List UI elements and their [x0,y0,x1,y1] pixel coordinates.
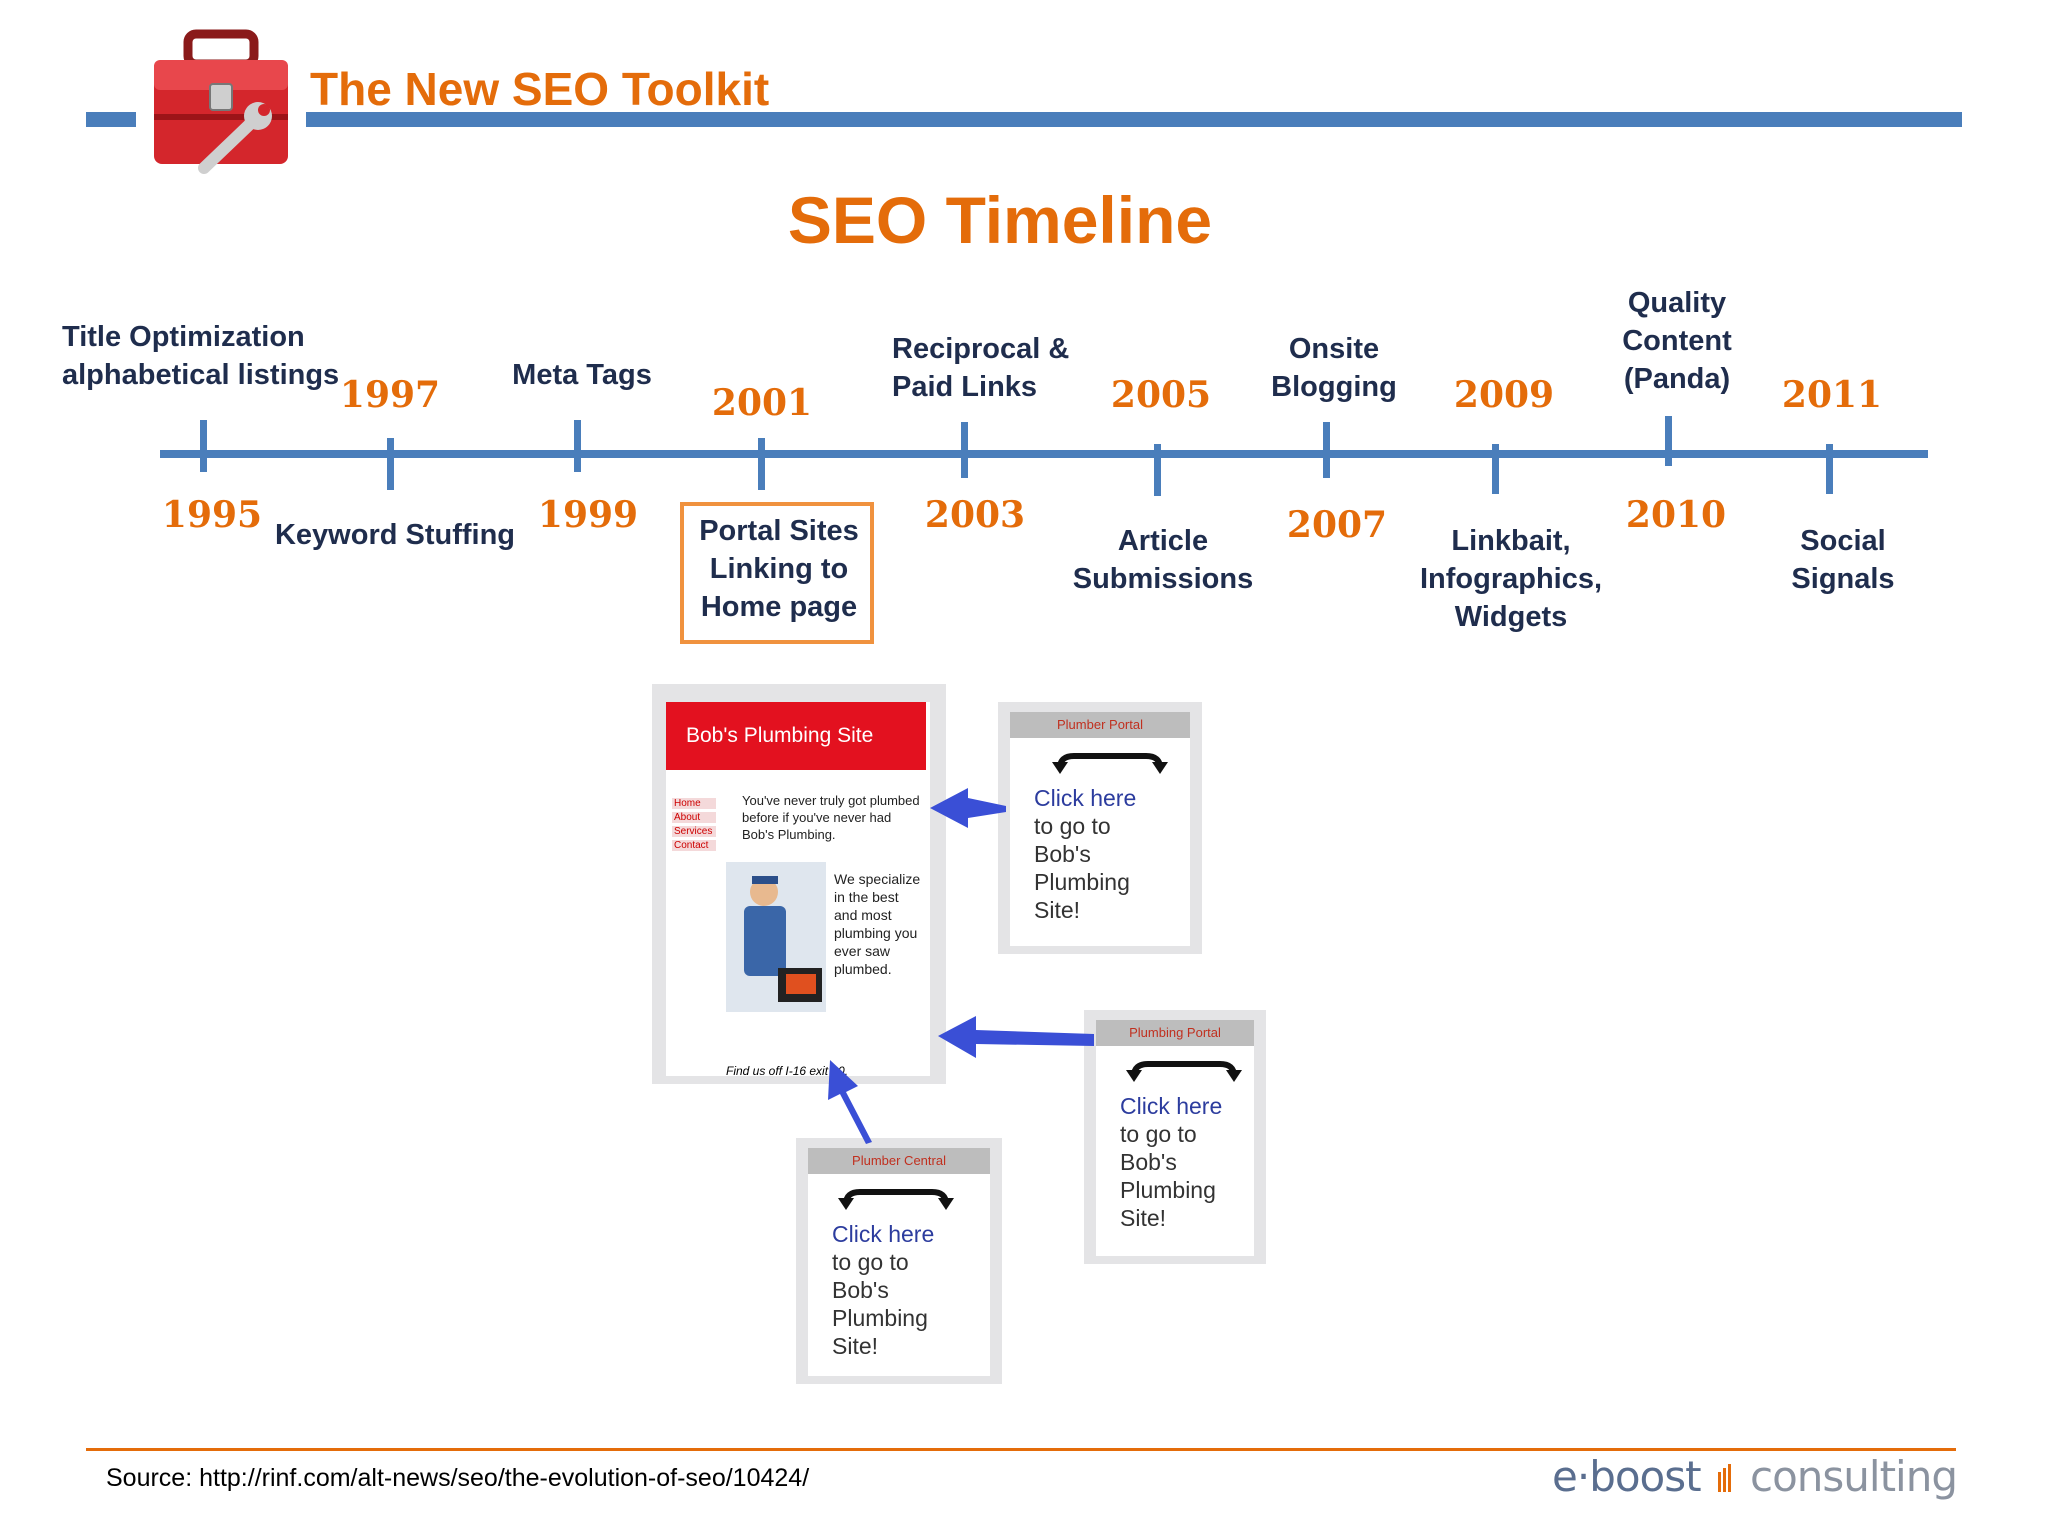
portal-text: Click here to go to Bob's Plumbing Site! [832,1220,934,1360]
event-2005: Article Submissions [1072,525,1254,595]
timeline-axis [160,450,1928,458]
event-2003: Reciprocal & Paid Links [892,333,1070,403]
site-body: We specialize in the best and most plumb… [834,871,921,977]
eboost-logo: e·boost [1552,1452,1702,1501]
event-2010: Quality Content (Panda) [1622,287,1732,395]
toolbox-icon [146,28,296,178]
portal-title: Plumber Portal [1010,712,1190,738]
tick-2003 [961,422,968,478]
year-2005: 2005 [1110,374,1212,416]
year-2003: 2003 [924,494,1026,536]
header-title: The New SEO Toolkit [310,63,770,115]
site-footer: Find us off I-16 exit 20. [726,1064,849,1078]
portal-body: to go to Bob's Plumbing Site! [1034,813,1130,923]
consulting-logo: consulting [1750,1452,1958,1501]
curved-arrow-icon [1126,1061,1242,1082]
footer-rule [86,1448,1956,1451]
site-header: Bob's Plumbing Site [666,702,926,770]
tick-2009 [1492,444,1499,494]
site-nav-item: About [672,812,716,823]
tick-2001 [758,438,765,490]
site-nav-item: Home [672,798,716,809]
year-2007: 2007 [1286,504,1388,546]
tick-1999 [574,420,581,472]
arrow-icon [828,788,1094,1144]
page-title: SEO Timeline [787,183,1213,257]
source-citation: Source: http://rinf.com/alt-news/seo/the… [106,1464,810,1492]
portal-card: Plumbing Portal Click here to go to Bob'… [1084,1010,1266,1264]
portal-text: Click here to go to Bob's Plumbing Site! [1034,784,1136,924]
event-2007: Onsite Blogging [1271,333,1397,403]
portal-card: Plumber Central Click here to go to Bob'… [796,1138,1002,1384]
year-2009: 2009 [1453,374,1555,416]
event-2009: Linkbait, Infographics, Widgets [1419,525,1603,633]
event-2011: Social Signals [1791,525,1895,595]
site-nav-item: Contact [672,840,716,851]
header-rule-right [306,112,1962,127]
year-1997: 1997 [339,374,441,416]
portal-card: Plumber Portal Click here to go to Bob's… [998,702,1202,954]
portal-link[interactable]: Click here [832,1221,935,1247]
tick-1995 [200,420,207,472]
year-2011: 2011 [1781,374,1883,416]
tick-2010 [1665,416,1672,466]
site-screenshot: Bob's Plumbing Site Home About Services … [652,684,946,1084]
logo-divider [1718,1464,1732,1492]
site-intro: You've never truly got plumbed before if… [742,793,920,842]
year-1999: 1999 [537,494,639,536]
event-2001: Portal Sites Linking to Home page [699,515,859,623]
plumber-photo [726,862,826,1012]
portal-link[interactable]: Click here [1120,1093,1223,1119]
portal-text: Click here to go to Bob's Plumbing Site! [1120,1092,1222,1232]
header-rule-left [86,112,136,127]
portal-body: to go to Bob's Plumbing Site! [1120,1121,1216,1231]
year-2001: 2001 [711,382,813,424]
curved-arrow-icon [838,1189,954,1210]
portal-link[interactable]: Click here [1034,785,1137,811]
curved-arrow-icon [1052,753,1168,774]
site-nav-item: Services [672,826,716,837]
portal-title: Plumbing Portal [1096,1020,1254,1046]
year-2010: 2010 [1625,494,1727,536]
portal-title: Plumber Central [808,1148,990,1174]
site-page: Bob's Plumbing Site Home About Services … [666,702,930,1078]
event-1995: Title Optimization alphabetical listings [62,321,340,391]
tick-2007 [1323,422,1330,478]
site-nav: Home About Services Contact [672,798,716,854]
tick-1997 [387,438,394,490]
year-1995: 1995 [161,494,263,536]
tick-2005 [1154,444,1161,496]
event-2001-box [680,502,874,644]
tick-2011 [1826,444,1833,494]
event-1999: Meta Tags [512,359,652,391]
portal-body: to go to Bob's Plumbing Site! [832,1249,928,1359]
event-1997: Keyword Stuffing [274,519,516,551]
